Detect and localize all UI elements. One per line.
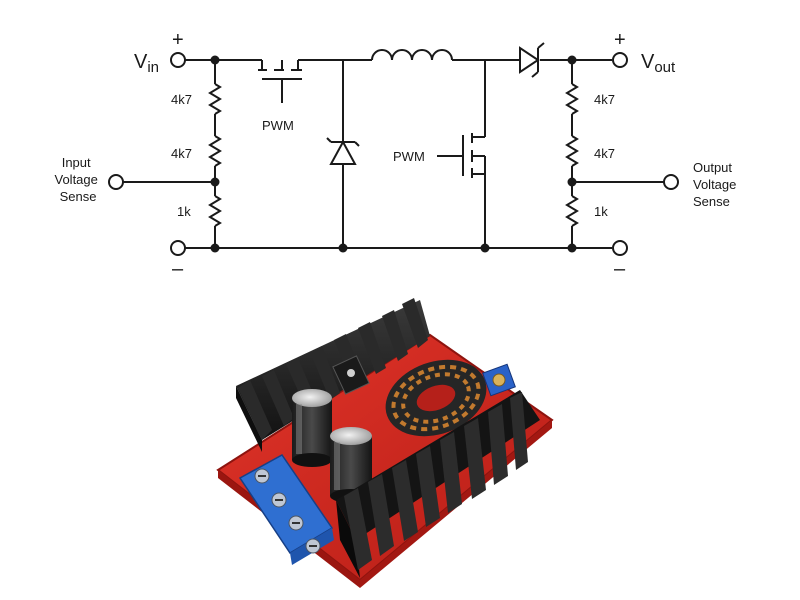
pcb-board: [216, 333, 554, 582]
junction-dot: [338, 243, 348, 253]
mosfet-package: [332, 355, 370, 395]
resistor-right-3: [565, 195, 579, 227]
screw-terminal-block: [238, 454, 334, 565]
toroidal-inductor: [385, 359, 487, 437]
resistor-left-1: [208, 83, 222, 115]
right-divider: [565, 60, 579, 248]
vin-plus-sign: +: [172, 29, 184, 51]
heatsink-rear: [236, 298, 430, 452]
pwm-label-top: PWM: [262, 118, 294, 133]
vout-plus-sign: +: [614, 29, 626, 51]
resistor-left-2-value: 4k7: [171, 146, 192, 161]
diode-freewheel: [326, 60, 360, 248]
resistor-right-2-value: 4k7: [594, 146, 615, 161]
mosfet-top: [258, 60, 302, 103]
terminal-gnd-in: [170, 240, 186, 256]
inductor: [371, 49, 453, 61]
heatsink-front: [336, 390, 540, 578]
capacitor-1: [292, 389, 332, 467]
terminal-gnd-out: [612, 240, 628, 256]
gnd-out-minus-sign: –: [614, 258, 626, 280]
junction-dot: [567, 55, 577, 65]
junction-dot: [210, 55, 220, 65]
trimmer-potentiometer: [482, 363, 516, 397]
vout-label: Vout: [641, 51, 676, 76]
junction-dot: [480, 243, 490, 253]
pwm-label-mid: PWM: [393, 149, 425, 164]
resistor-right-2: [565, 135, 579, 167]
resistor-right-3-value: 1k: [594, 204, 608, 219]
resistor-left-3-value: 1k: [177, 204, 191, 219]
terminal-vout: [612, 52, 628, 68]
junction-dot: [210, 243, 220, 253]
left-divider: [208, 60, 222, 248]
capacitor-2: [330, 427, 372, 503]
output-sense-label: Output Voltage Sense: [693, 160, 740, 209]
junction-dot: [210, 177, 220, 187]
gnd-in-minus-sign: –: [172, 258, 184, 280]
resistor-left-3: [208, 195, 222, 227]
resistor-left-1-value: 4k7: [171, 92, 192, 107]
terminal-output-sense: [663, 174, 679, 190]
boost-converter-schematic: + + – – Vin Vout PWM PWM 4k7 4k7 1k 4k7 …: [55, 29, 740, 280]
vin-label: Vin: [134, 51, 159, 76]
terminal-vin: [170, 52, 186, 68]
mosfet-lowside: [437, 60, 486, 248]
svg-text:▭▭▭: ▭▭▭: [271, 483, 304, 510]
junction-dot: [567, 177, 577, 187]
diode-output: [515, 42, 545, 78]
resistor-left-2: [208, 135, 222, 167]
resistor-right-1: [565, 83, 579, 115]
input-sense-label: Input Voltage Sense: [55, 155, 102, 204]
resistor-right-1-value: 4k7: [594, 92, 615, 107]
terminal-input-sense: [108, 174, 124, 190]
junction-dot: [567, 243, 577, 253]
